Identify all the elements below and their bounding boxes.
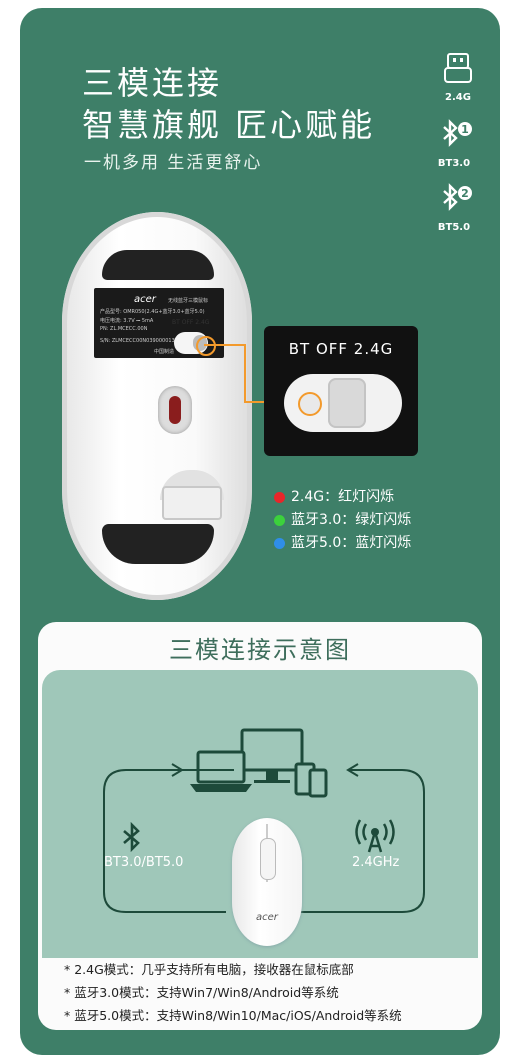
red-dot-icon [274, 492, 285, 503]
hero-title: 三模连接 [82, 64, 223, 102]
wireless-signal-icon [355, 819, 395, 853]
connection-arrows [103, 763, 425, 913]
switch-position-dot [298, 392, 322, 416]
label-text: 中国制造 [154, 349, 175, 355]
connection-diagram-card: 三模连接示意图 [38, 622, 482, 1030]
mode-bt5: 2 BT5.0 [424, 182, 484, 233]
diagram-title: 三模连接示意图 [169, 636, 351, 664]
brand-logo: acer [256, 912, 278, 923]
usb-receiver-icon [444, 53, 472, 83]
bluetooth-1-icon: 1 [443, 119, 472, 147]
note-line: * 2.4G模式：几乎支持所有电脑，接收器在鼠标底部 [64, 962, 354, 977]
hero-subtitle: 一机多用 生活更舒心 [84, 153, 263, 173]
bt-label: BT3.0/BT5.0 [104, 855, 184, 870]
label-text: 无线蓝牙三模鼠标 [168, 298, 209, 304]
led-row: 2.4G：红灯闪烁 [274, 486, 411, 509]
mode-switch-large [284, 374, 402, 432]
mouse-bottom-image: acer 无线蓝牙三模鼠标 产品型号: OMR050(2.4G+蓝牙3.0+蓝牙… [62, 212, 252, 600]
blue-dot-icon [274, 538, 285, 549]
optical-sensor [158, 386, 192, 434]
bluetooth-icon [123, 822, 140, 852]
svg-text:2: 2 [461, 187, 469, 200]
label-text: 电压电流: 3.7V ⎓ 5mA [100, 318, 154, 324]
bluetooth-2-icon: 2 [443, 183, 472, 211]
led-legend: 2.4G：红灯闪烁 蓝牙3.0：绿灯闪烁 蓝牙5.0：蓝灯闪烁 [274, 486, 411, 555]
compatibility-notes: * 2.4G模式：几乎支持所有电脑，接收器在鼠标底部 * 蓝牙3.0模式：支持W… [64, 958, 402, 1027]
devices-icon [190, 728, 328, 798]
label-text: S/N: ZLMCECC00N039000013BA [100, 338, 182, 344]
scroll-wheel [260, 838, 276, 880]
glide-pad-top [102, 250, 214, 280]
glide-pad-bottom [102, 524, 214, 564]
green-dot-icon [274, 515, 285, 526]
callout-line [204, 344, 246, 346]
brand-logo: acer [134, 294, 156, 305]
callout-line [244, 344, 246, 403]
switch-callout-label: BT OFF 2.4G [288, 340, 394, 358]
svg-text:1: 1 [461, 123, 469, 136]
switch-knob [328, 378, 366, 428]
note-line: * 蓝牙3.0模式：支持Win7/Win8/Android等系统 [64, 985, 339, 1000]
note-line: * 蓝牙5.0模式：支持Win8/Win10/Mac/iOS/Android等系… [64, 1008, 402, 1023]
mode-label: BT5.0 [437, 222, 471, 233]
label-text: PN: ZL.MCECC.00N [100, 326, 148, 332]
mode-label: BT3.0 [437, 158, 471, 169]
switch-callout: BT OFF 2.4G [264, 326, 418, 456]
led-row: 蓝牙3.0：绿灯闪烁 [274, 509, 411, 532]
switch-highlight [196, 336, 216, 356]
mode-label: 2.4G [445, 92, 471, 103]
label-text: 产品型号: OMR050(2.4G+蓝牙3.0+蓝牙5.0) [100, 309, 205, 315]
mode-bt3: 1 BT3.0 [424, 118, 484, 169]
mode-2g4: 2.4G [428, 52, 488, 103]
switch-small-label: BT OFF 2.4G [172, 319, 210, 326]
wireless-label: 2.4GHz [352, 855, 400, 870]
hero-title-2: 智慧旗舰 匠心赋能 [82, 106, 376, 144]
receiver-slot [162, 486, 222, 520]
led-row: 蓝牙5.0：蓝灯闪烁 [274, 532, 411, 555]
mouse-top-image: acer [232, 818, 302, 946]
